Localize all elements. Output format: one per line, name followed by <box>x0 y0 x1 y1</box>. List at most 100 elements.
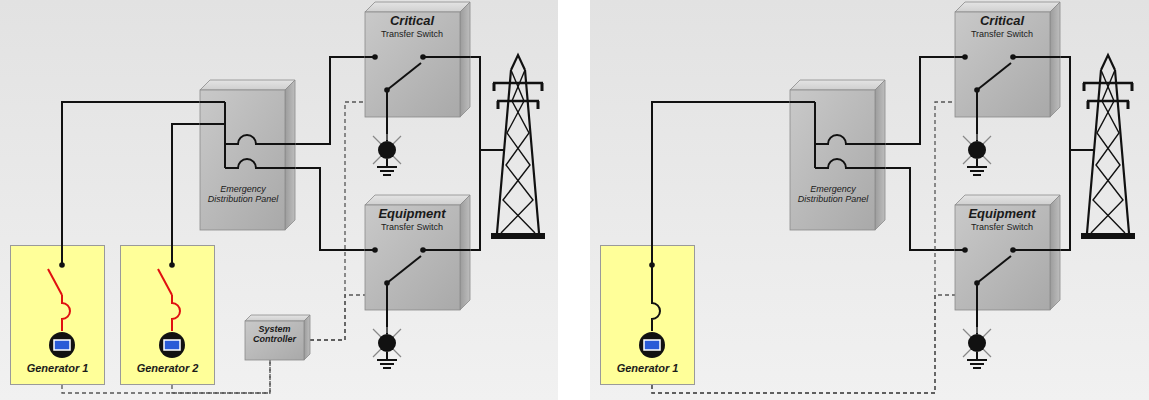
box-top-face <box>365 2 470 12</box>
node-subtitle: Transfer Switch <box>368 29 456 39</box>
node-title: Equipment <box>368 207 456 222</box>
box-front-face <box>245 321 304 360</box>
lamp-symbol <box>968 141 986 159</box>
ground-symbol <box>967 352 987 368</box>
power-wire <box>62 102 200 245</box>
bus-wire <box>200 123 225 125</box>
text-holder: Generator 1 <box>12 362 103 375</box>
breaker-symbol <box>815 159 885 168</box>
control-signal-line <box>652 295 955 393</box>
box-side-face <box>1050 2 1060 117</box>
box-side-face <box>285 80 295 230</box>
power-wire <box>885 57 955 144</box>
transmission-tower <box>491 55 545 239</box>
generator-symbol <box>639 332 665 358</box>
generator-breaker <box>652 265 660 331</box>
contact-dot <box>962 247 968 253</box>
node-subtitle: Transfer Switch <box>958 29 1046 39</box>
box-side-face <box>460 2 470 117</box>
switch-blade <box>387 63 421 90</box>
bus-bar <box>224 102 226 168</box>
control-signal-line <box>310 295 365 340</box>
control-signal-line <box>310 102 365 340</box>
power-wire <box>885 168 955 250</box>
generator-box: Generator 1 <box>10 245 105 385</box>
box-front-face <box>955 12 1050 117</box>
box-top-face <box>790 80 885 90</box>
load-wire <box>976 90 978 141</box>
distribution-panel-box: Emergency Distribution Panel <box>200 80 295 230</box>
breaker-symbol <box>225 135 295 144</box>
power-wire <box>172 124 200 245</box>
generator-breaker <box>62 295 70 331</box>
box-top-face <box>955 2 1060 12</box>
contact-dot <box>1010 247 1016 253</box>
node-shape <box>790 80 885 230</box>
switch-blade <box>977 256 1011 283</box>
node-title: Emergency Distribution Panel <box>203 184 283 205</box>
node-title: System Controller <box>247 324 302 345</box>
load-wire <box>386 90 388 141</box>
generator-symbol <box>159 332 185 358</box>
switch-wire <box>423 56 470 58</box>
text-holder: System Controller <box>247 324 302 345</box>
bus-bar <box>814 102 816 168</box>
generator-symbol-core <box>644 340 660 350</box>
breaker-symbol <box>225 159 295 168</box>
generator-box: Generator 1 <box>600 245 695 385</box>
generator-box: Generator 2 <box>120 245 215 385</box>
power-wire <box>652 102 790 245</box>
generator-housing <box>601 246 695 385</box>
node-subtitle: Transfer Switch <box>958 222 1046 232</box>
transmission-tower <box>1081 55 1135 239</box>
box-front-face <box>955 205 1050 310</box>
node-shape <box>200 80 295 230</box>
text-holder: Emergency Distribution Panel <box>203 184 283 205</box>
contact-dot <box>420 247 426 253</box>
contact-dot <box>420 54 426 60</box>
text-holder: Emergency Distribution Panel <box>793 184 873 205</box>
generator-symbol-core <box>54 340 70 350</box>
node-title: Generator 1 <box>602 362 693 375</box>
generator-housing <box>121 246 215 385</box>
load-wire <box>386 283 388 334</box>
box-side-face <box>875 80 885 230</box>
node-title: Critical <box>368 14 456 29</box>
transfer-switch-box: CriticalTransfer Switch <box>365 2 470 117</box>
power-wire <box>295 57 365 144</box>
text-holder: Generator 1 <box>602 362 693 375</box>
generator-wire <box>171 245 173 265</box>
switch-blade <box>387 256 421 283</box>
generator-wire <box>651 245 653 265</box>
generator-breaker <box>172 295 180 331</box>
text-holder: Generator 2 <box>122 362 213 375</box>
node-title: Emergency Distribution Panel <box>793 184 873 205</box>
text-holder: CriticalTransfer Switch <box>368 14 456 39</box>
lamp-symbol <box>378 141 396 159</box>
bus-wire <box>790 101 815 103</box>
box-top-face <box>245 315 310 321</box>
contact-dot <box>372 247 378 253</box>
transfer-switch-box: EquipmentTransfer Switch <box>955 195 1060 310</box>
contact-dot <box>59 262 65 268</box>
ground-symbol <box>967 159 987 175</box>
switch-wire <box>1013 56 1060 58</box>
generator-symbol-core <box>164 340 180 350</box>
node-title: Equipment <box>958 207 1046 222</box>
contact-dot <box>169 262 175 268</box>
box-side-face <box>304 315 310 360</box>
ground-symbol <box>377 159 397 175</box>
generator-switch <box>158 269 172 295</box>
box-front-face <box>365 12 460 117</box>
switch-blade <box>977 63 1011 90</box>
right-panel <box>590 0 1149 400</box>
switch-wire <box>423 249 470 251</box>
contact-dot <box>1010 54 1016 60</box>
text-holder: EquipmentTransfer Switch <box>958 207 1046 232</box>
box-top-face <box>365 195 470 205</box>
box-front-face <box>365 205 460 310</box>
transfer-switch-box: EquipmentTransfer Switch <box>365 195 470 310</box>
generator-switch <box>48 269 62 295</box>
power-wire <box>295 168 365 250</box>
transfer-switch-box: CriticalTransfer Switch <box>955 2 1060 117</box>
